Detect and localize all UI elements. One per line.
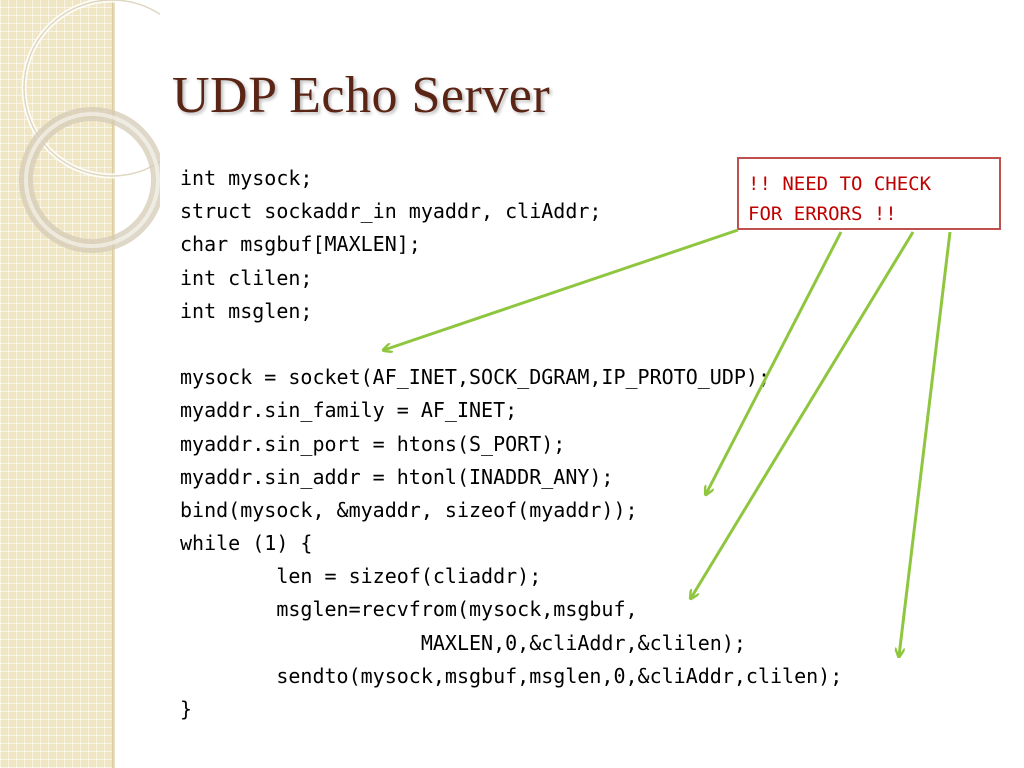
decorative-circles bbox=[19, 0, 160, 253]
code-line: int msglen; bbox=[180, 298, 313, 323]
callout-text-line: FOR ERRORS !! bbox=[748, 203, 897, 225]
code-line: struct sockaddr_in myaddr, cliAddr; bbox=[180, 199, 602, 224]
code-line: MAXLEN,0,&cliAddr,&clilen); bbox=[180, 630, 746, 655]
decorative-circle-large bbox=[21, 0, 160, 179]
slide-title: UDP Echo Server bbox=[172, 67, 551, 124]
code-line: mysock = socket(AF_INET,SOCK_DGRAM,IP_PR… bbox=[180, 365, 771, 390]
decorative-circle-large-shade bbox=[23, 0, 160, 177]
code-line: myaddr.sin_addr = htonl(INADDR_ANY); bbox=[180, 464, 614, 489]
side-strip-edge bbox=[112, 0, 115, 768]
code-line: len = sizeof(cliaddr); bbox=[180, 564, 542, 589]
code-line: while (1) { bbox=[180, 531, 313, 556]
code-line: myaddr.sin_family = AF_INET; bbox=[180, 398, 518, 423]
decorative-circle-ring-highlight bbox=[24, 112, 160, 248]
code-line: myaddr.sin_port = htons(S_PORT); bbox=[180, 431, 566, 456]
code-line: sendto(mysock,msgbuf,msglen,0,&cliAddr,c… bbox=[180, 663, 843, 688]
code-line: int clilen; bbox=[180, 265, 313, 290]
code-line: int mysock; bbox=[180, 166, 313, 190]
arrow-to-sendto bbox=[899, 231, 952, 656]
code-line: char msgbuf[MAXLEN]; bbox=[180, 232, 421, 257]
error-check-callout: !! NEED TO CHECK FOR ERRORS !! bbox=[737, 157, 1001, 230]
code-line-blank bbox=[180, 328, 842, 361]
code-block: int mysock; struct sockaddr_in myaddr, cl… bbox=[180, 162, 842, 726]
code-line: bind(mysock, &myaddr, sizeof(myaddr)); bbox=[180, 497, 638, 522]
code-line: } bbox=[180, 697, 193, 721]
code-line: msglen=recvfrom(mysock,msgbuf, bbox=[180, 597, 638, 622]
callout-text-line: !! NEED TO CHECK bbox=[748, 173, 932, 195]
